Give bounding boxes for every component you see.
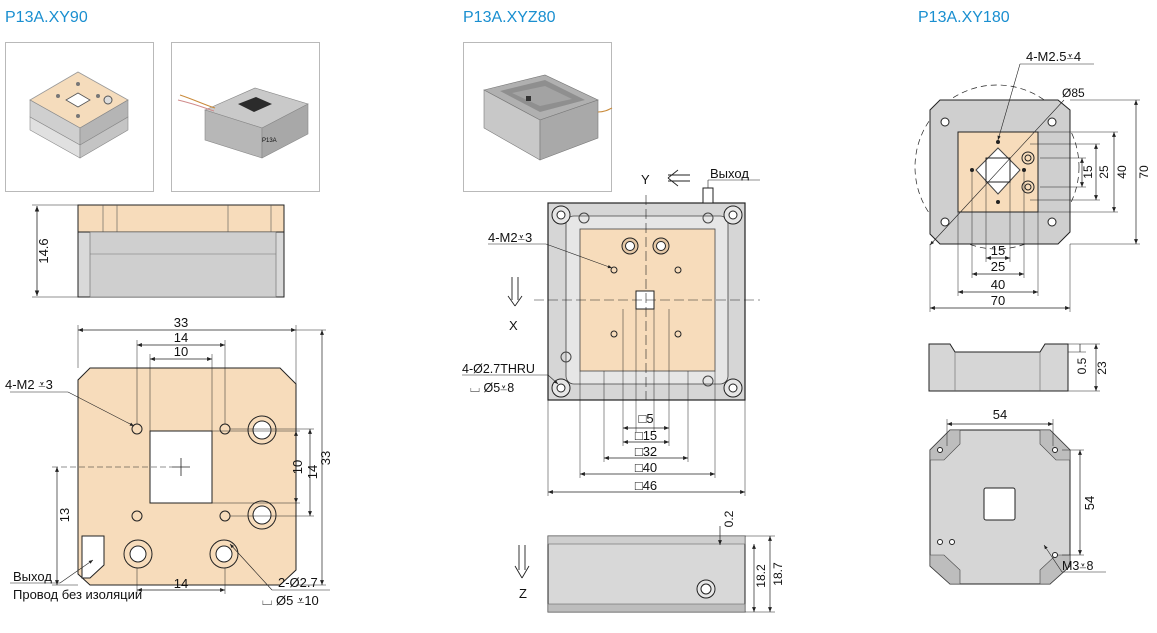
photo-xy90-angle-image: P13A — [177, 87, 309, 159]
photo-xy90-top-image — [29, 71, 129, 159]
xyz80-outlet-label: Выход — [710, 166, 749, 181]
xy180-screw-note: M3⩡8 — [1062, 559, 1093, 573]
xy180-dim-70-bottom: 70 — [991, 293, 1005, 308]
product-title-xy90: P13A.XY90 — [5, 9, 88, 26]
xy180-bottom-view — [929, 419, 1106, 585]
xy180-bottom-54-top: 54 — [993, 407, 1007, 422]
xy90-hole-note: 2-Ø2.7 — [278, 575, 318, 590]
xyz80-thru-note: 4-Ø2.7THRU — [462, 362, 535, 376]
xy180-dim-25-bottom: 25 — [991, 259, 1005, 274]
xy90-dim-14-top: 14 — [174, 330, 188, 345]
xy180-thread-note: 4-M2.5⩡4 — [1026, 49, 1081, 64]
xy90-dim-10-right: 10 — [290, 460, 305, 474]
xy90-dim-10-top: 10 — [174, 344, 188, 359]
xy90-top-view — [10, 325, 330, 594]
xyz80-axis-z: Z — [519, 586, 527, 601]
xy90-hole-cbore: ⌴ Ø5 ⩡10 — [262, 593, 319, 608]
xy180-diameter: Ø85 — [1062, 86, 1085, 100]
xyz80-side-view — [547, 526, 775, 613]
xy90-dim-33-top: 33 — [174, 315, 188, 330]
xy90-outlet-label: Выход — [13, 569, 52, 584]
xyz80-dim-46: □46 — [635, 478, 657, 493]
photo2-label: P13A — [262, 138, 277, 144]
xy90-side-view — [32, 204, 285, 298]
xy90-dim-33-right: 33 — [318, 451, 333, 465]
xyz80-thread-note: 4-M2⩡3 — [488, 230, 532, 245]
xy180-bottom-54-right: 54 — [1082, 496, 1097, 510]
xyz80-side-182: 18.2 — [754, 564, 768, 588]
xy180-top-view — [914, 63, 1140, 312]
xyz80-side-02: 0.2 — [722, 510, 736, 527]
xy90-dim-14-right: 14 — [305, 465, 320, 479]
xy180-side-view — [928, 343, 1100, 392]
xy90-wire-label: Провод без изоляции — [13, 587, 142, 602]
xy180-side-05: 0.5 — [1075, 357, 1089, 374]
xyz80-cbore-note: ⌴ Ø5⩡8 — [470, 381, 514, 395]
xy90-dim-13-left: 13 — [57, 508, 72, 522]
xy180-dim-15-bottom: 15 — [991, 243, 1005, 258]
xy90-dim-height: 14.6 — [36, 238, 51, 263]
xyz80-dim-40: □40 — [635, 460, 657, 475]
xy180-dim-40-bottom: 40 — [991, 277, 1005, 292]
xy90-dim-14-bottom: 14 — [174, 576, 188, 591]
xy180-dim-70-right: 70 — [1137, 165, 1151, 179]
xyz80-side-187: 18.7 — [771, 562, 785, 586]
photo-xyz80-image — [483, 74, 613, 161]
xy180-dim-25-right: 25 — [1097, 165, 1111, 179]
xyz80-axis-y: Y — [641, 172, 650, 187]
product-title-xy180: P13A.XY180 — [918, 9, 1010, 26]
xy90-thread-note: 4-M2 ⩡3 — [5, 377, 53, 392]
xy180-side-23: 23 — [1095, 361, 1109, 375]
xy180-dim-40-right: 40 — [1115, 165, 1129, 179]
xyz80-dim-32: □32 — [635, 444, 657, 459]
xyz80-dim-5: □5 — [638, 411, 653, 426]
xy180-dim-15-right: 15 — [1081, 165, 1095, 179]
product-title-xyz80: P13A.XYZ80 — [463, 9, 556, 26]
xyz80-top-view — [462, 169, 760, 579]
xyz80-axis-x: X — [509, 318, 518, 333]
xyz80-dim-15: □15 — [635, 428, 657, 443]
